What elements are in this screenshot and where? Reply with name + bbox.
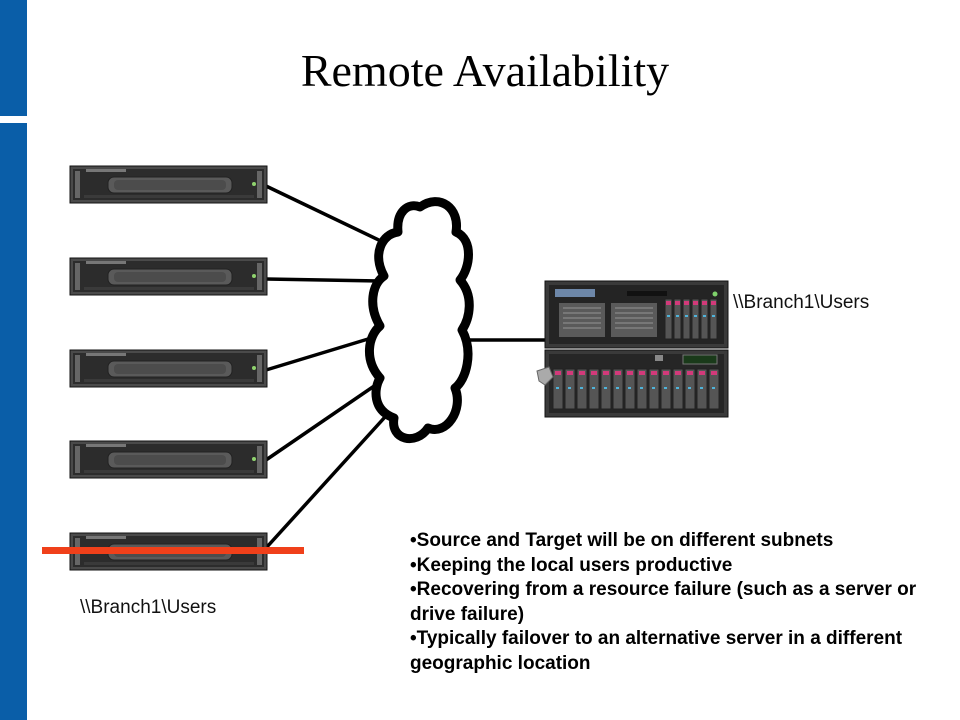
local-server-label: \\Branch1\Users bbox=[80, 597, 217, 618]
bullet-item: •Keeping the local users productive bbox=[410, 554, 733, 576]
bullet-item: •Source and Target will be on different … bbox=[410, 530, 834, 551]
link-server-2 bbox=[265, 277, 381, 283]
network-links bbox=[264, 184, 548, 550]
tower-server-icon bbox=[536, 280, 729, 418]
rack-server-icon bbox=[69, 257, 268, 296]
link-server-3 bbox=[265, 334, 379, 372]
bullet-item: •Recovering from a resource failure (suc… bbox=[410, 579, 917, 625]
accent-bar-bottom bbox=[0, 123, 27, 720]
link-server-4 bbox=[265, 380, 381, 462]
rack-server-icon bbox=[69, 349, 268, 388]
cloud-icon bbox=[364, 197, 474, 443]
link-server-5 bbox=[264, 404, 397, 550]
link-server-1 bbox=[265, 184, 386, 245]
bullet-list: •Source and Target will be on different … bbox=[410, 529, 955, 676]
slide-title: Remote Availability bbox=[300, 45, 670, 96]
failure-marker bbox=[42, 547, 304, 554]
rack-server-icon bbox=[69, 165, 268, 204]
accent-bar-top bbox=[0, 0, 27, 116]
bullet-item: •Typically failover to an alternative se… bbox=[410, 628, 903, 674]
rack-server-icon bbox=[69, 440, 268, 479]
remote-server-label: \\Branch1\Users bbox=[733, 292, 870, 313]
